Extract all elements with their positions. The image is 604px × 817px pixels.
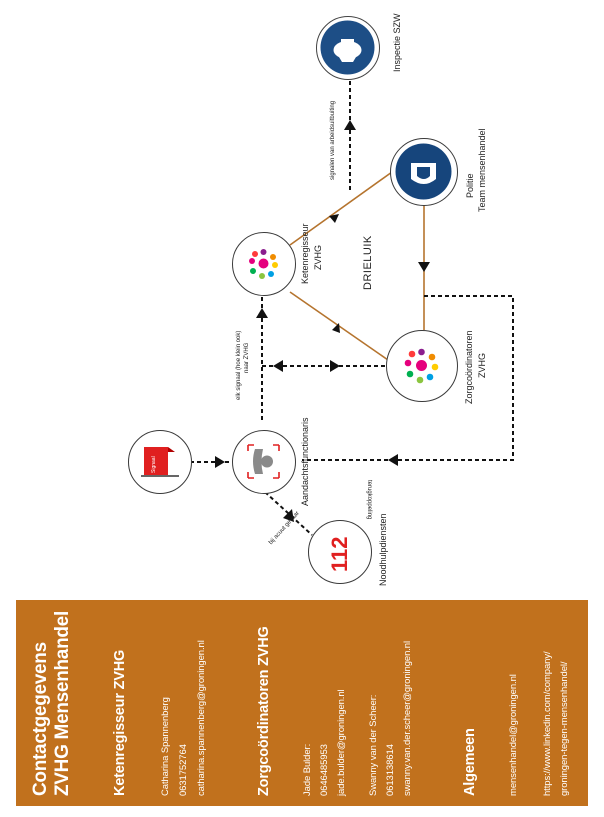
diagram-connectors xyxy=(190,76,514,536)
contact-title-2: ZVHG Mensenhandel xyxy=(52,611,73,796)
keten-label-1: Ketenregisseur xyxy=(300,223,310,284)
jade-phone: 0646485953 xyxy=(319,744,330,796)
keten-phone: 0631752764 xyxy=(178,744,189,796)
arrow-aandacht-keten xyxy=(256,308,268,318)
edge-terug-label: terugkoppeling xyxy=(366,480,372,520)
nood-label: Noodhulpdiensten xyxy=(378,513,388,586)
edge-arbeid-label: signalen van arbeidsuitbuiting xyxy=(330,100,336,180)
edge-signaal-label-1: elk signaal (hoe klein ook) xyxy=(236,330,242,400)
signaal-badge-label: Signaal xyxy=(151,456,157,473)
keten-dots-icon xyxy=(249,249,278,279)
swanny-email-link[interactable]: swanny.van.der.scheer@groningen.nl xyxy=(402,641,413,796)
zorg-dots-icon xyxy=(404,348,439,384)
keten-name: Catharina Spannenberg xyxy=(160,697,171,796)
zorg-label-1: Zorgcoördinatoren xyxy=(464,330,474,404)
zorg-heading: Zorgcoördinatoren ZVHG xyxy=(256,626,272,796)
nood-node: 112 xyxy=(308,520,372,584)
aandacht-node xyxy=(232,430,296,494)
keten-heading: Ketenregisseur ZVHG xyxy=(112,649,128,796)
arrow-acuut xyxy=(283,509,294,522)
arrow-keten-politie xyxy=(329,214,339,223)
arrow-terugkoppeling xyxy=(388,454,398,466)
keten-email-link[interactable]: catharina.spannenberg@groningen.nl xyxy=(196,640,207,796)
arrow-aandacht-zorg-2 xyxy=(330,360,340,372)
contact-panel: Contactgegevens ZVHG Mensenhandel Ketenr… xyxy=(16,600,588,806)
arrow-aandacht-zorg-1 xyxy=(273,360,283,372)
inspectie-crest-icon xyxy=(320,20,375,75)
inspectie-node xyxy=(316,16,380,80)
politie-label-2: Team mensenhandel xyxy=(477,128,487,212)
arrow-signaal-aandacht xyxy=(215,456,225,468)
drieluik-label: DRIELUIK xyxy=(362,235,374,290)
arrow-arbeid xyxy=(344,120,356,130)
person-scan-icon xyxy=(247,444,280,479)
algemeen-email-link[interactable]: mensenhandel@groningen.nl xyxy=(508,674,519,796)
arrow-politie-zorg xyxy=(418,262,430,272)
nood-number: 112 xyxy=(327,536,352,573)
keten-label-2: ZVHG xyxy=(313,244,323,270)
jade-name: Jade Bulder: xyxy=(302,743,313,796)
edge-signaal-label-2: naar ZVHG xyxy=(244,342,250,373)
linkedin-link-1[interactable]: https://www.linkedin.com/company/ xyxy=(542,651,553,796)
linkedin-link-2[interactable]: groningen-tegen-mensenhandel/ xyxy=(559,661,570,796)
signaal-flag-icon xyxy=(141,447,179,477)
zorg-node xyxy=(386,330,458,402)
keten-node xyxy=(232,232,296,296)
algemeen-heading: Algemeen xyxy=(462,728,478,796)
politie-badge-icon xyxy=(395,143,452,200)
arrow-zorg-keten xyxy=(332,323,340,333)
swanny-name: Swanny van der Scheer: xyxy=(368,694,379,796)
swanny-phone: 0613138614 xyxy=(385,744,396,796)
edge-keten-politie xyxy=(289,171,393,246)
inspectie-label: Inspectie SZW xyxy=(392,13,402,72)
politie-label-1: Politie xyxy=(465,173,475,198)
jade-email-link[interactable]: jade.bulder@groningen.nl xyxy=(336,689,347,796)
contact-title-1: Contactgegevens xyxy=(30,642,51,796)
signaal-node: Signaal xyxy=(128,430,192,494)
zorg-label-2: ZVHG xyxy=(477,352,487,378)
edge-terugkoppeling xyxy=(302,295,514,461)
aandacht-label: Aandachtsfunctionaris xyxy=(300,417,310,506)
flow-diagram: Inspectie SZW Politie Team mensenhandel … xyxy=(128,13,514,586)
politie-node xyxy=(390,138,458,206)
